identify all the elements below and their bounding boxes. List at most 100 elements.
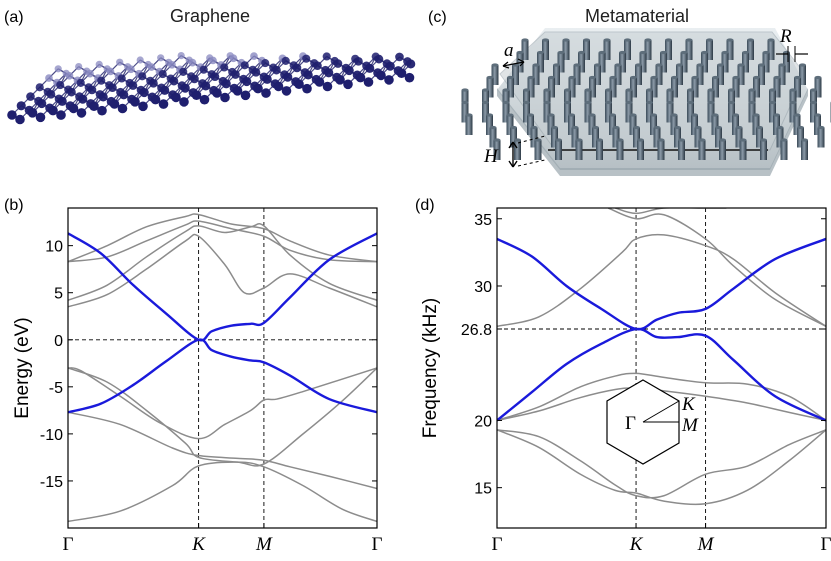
rod-body [726, 40, 734, 60]
rod-body [555, 140, 562, 160]
rod-body [769, 102, 776, 123]
rod [666, 100, 674, 123]
rod [701, 50, 708, 73]
rod-top [635, 63, 642, 67]
rod-body [592, 127, 599, 148]
rod-body [482, 102, 489, 123]
rod-body [584, 102, 592, 123]
rod [769, 88, 776, 110]
rod-top [562, 38, 570, 42]
rod [510, 125, 517, 148]
atom [212, 88, 222, 98]
rod [507, 75, 514, 98]
rod-top [605, 88, 612, 92]
atom [158, 99, 169, 109]
rod [592, 125, 599, 148]
rod [801, 138, 808, 160]
atom [95, 60, 103, 68]
rod-body [799, 65, 806, 85]
rod-top [732, 113, 739, 117]
rod-top [527, 113, 534, 117]
band-2 [68, 213, 377, 263]
rod [493, 138, 501, 160]
atom [169, 76, 179, 86]
atom [395, 52, 404, 62]
rod-top [609, 113, 616, 117]
rod [737, 63, 745, 85]
rod-body [583, 40, 590, 60]
rod-top [687, 88, 694, 92]
atom [35, 83, 44, 92]
atom [273, 81, 284, 92]
graphene-lattice-illustration [7, 52, 416, 125]
atom [240, 90, 251, 101]
rod-body [737, 65, 745, 85]
rod [712, 75, 719, 98]
ytick-label-2: 26.8 [461, 322, 492, 339]
atom [253, 83, 263, 94]
rod-top [776, 125, 784, 130]
rod-body [670, 115, 678, 135]
xtick-label-2: M [697, 534, 715, 555]
rod-body [557, 52, 565, 73]
rod-body [660, 52, 667, 73]
atom [240, 61, 249, 70]
rod-top [671, 75, 678, 80]
band-8 [68, 411, 377, 490]
rod [739, 138, 747, 160]
atom [46, 90, 56, 99]
dim-a-arrowheads [502, 58, 525, 69]
rod-top [571, 125, 579, 130]
atom [201, 81, 211, 91]
rod-top [510, 125, 517, 130]
rod-body [637, 140, 644, 160]
atom [87, 85, 97, 95]
rod [717, 63, 724, 85]
rod-body [778, 65, 786, 85]
atom [56, 81, 65, 90]
rod-top [676, 63, 683, 67]
atom [147, 63, 156, 71]
rod-body [584, 90, 592, 110]
rod-top [657, 138, 665, 142]
rod-top [701, 50, 708, 55]
atom [251, 68, 261, 77]
rod [655, 63, 663, 85]
rod-top [598, 50, 606, 55]
rod [707, 100, 715, 123]
rod-top [810, 88, 817, 92]
rod [619, 50, 626, 73]
panel-title-graphene: Graphene [170, 6, 250, 26]
rod-body [789, 102, 797, 123]
rod-top [584, 88, 592, 92]
atom [117, 103, 128, 114]
panel-label-d: (d) [415, 197, 435, 214]
rod-body [534, 140, 542, 160]
rod-body [756, 127, 763, 148]
atom [119, 90, 129, 100]
rod-top [603, 38, 611, 42]
rod [732, 113, 739, 135]
rod-top [780, 138, 788, 142]
rod-body [814, 77, 822, 98]
rod-top [491, 63, 499, 67]
rod-top [797, 125, 804, 130]
band-3 [607, 208, 826, 327]
rod-body [728, 90, 735, 110]
atom [48, 105, 58, 116]
metamaterial-illustration: a R H [461, 26, 831, 176]
atom [232, 86, 243, 96]
rod-body [493, 140, 501, 160]
panel-label-b: (b) [4, 197, 24, 214]
rod-top [747, 38, 754, 42]
rod [547, 113, 555, 135]
rod-body [678, 140, 685, 160]
rod-top [633, 125, 640, 130]
rod-top [514, 138, 521, 142]
rod-top [719, 138, 726, 142]
rod [767, 38, 775, 60]
rod-body [625, 90, 633, 110]
rod [578, 50, 585, 73]
atom [374, 54, 384, 64]
